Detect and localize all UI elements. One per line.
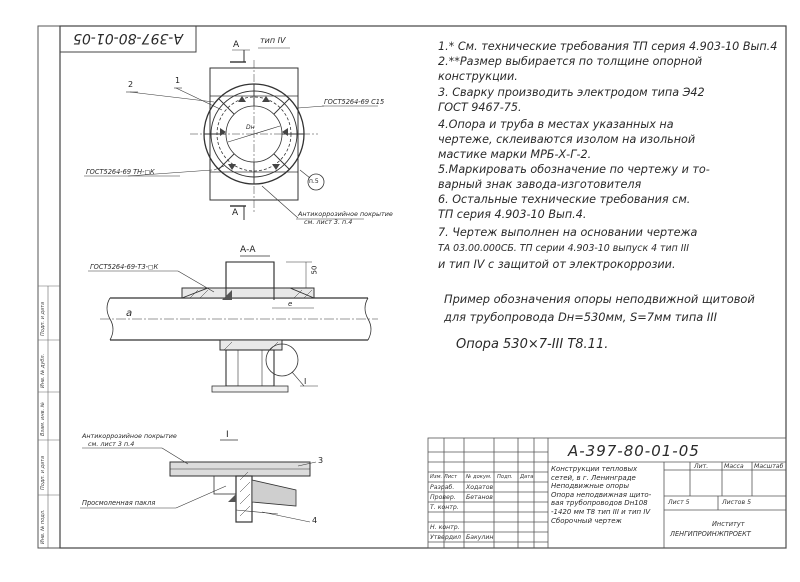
col-head-scale: Масштаб: [754, 463, 784, 470]
note-line: 6. Остальные технические требования см.: [438, 193, 691, 206]
note-line: 7. Чертеж выполнен на основании чертежа: [438, 226, 698, 239]
dimension-50: 50: [310, 265, 319, 275]
note-line: варный знак завода-изготовителя: [438, 178, 642, 191]
tb-row-name: Ходатов: [466, 484, 494, 491]
stamp-box: [59, 25, 197, 53]
note-line: ТП серия 4.903-10 Вып.4.: [438, 208, 587, 221]
note-line: 2.**Размер выбирается по толщине опорной: [438, 55, 703, 68]
anticorrosion-note-detail: Антикоррозийное покрытие см. лист 3 п.4: [82, 432, 177, 448]
view-type-label: тип IV: [260, 36, 286, 45]
callout-1: 1: [175, 76, 181, 85]
top-view: [84, 47, 378, 220]
callout-3: 3: [318, 456, 324, 465]
tb-row-role: Н. контр.: [430, 524, 460, 531]
section-mark-a-bottom: А: [232, 208, 239, 218]
side-strip-label: Взам. инв. №: [40, 402, 46, 436]
detail-i: [80, 439, 317, 523]
side-strip-label: Подп. и дата: [40, 455, 46, 490]
drawing-title: Конструкции тепловых сетей, в г. Ленингр…: [551, 465, 651, 525]
tb-row-name: Бетанов: [466, 494, 493, 501]
note-line: ГОСТ 9467-75.: [438, 101, 522, 114]
note-line: и тип IV с защитой от электрокоррозии.: [438, 258, 676, 271]
weld-note-tn: ГОСТ5264-69 ТН-◻К: [86, 168, 155, 176]
note-line: 3. Сварку производить электродом типа Э4…: [438, 86, 705, 99]
anticorrosion-note-top: Антикоррозийное покрытие см. лист 3. п.4: [298, 210, 393, 226]
section-aa-title: А-А: [240, 245, 256, 255]
note-line: конструкции.: [438, 70, 518, 83]
weld-note-c15: ГОСТ5264-69 С15: [324, 98, 385, 106]
side-strip-label: Подп. и дата: [40, 301, 46, 336]
side-strip-label: Инв. № дубл.: [40, 353, 46, 388]
example-line-1: Пример обозначения опоры неподвижной щит…: [444, 292, 755, 306]
sheet-count: Листов 5: [722, 499, 752, 506]
title-line: вая трубопроводов Dн108: [551, 499, 648, 508]
weld-note-t3: ГОСТ5264-69-Т3-◻К: [90, 263, 159, 271]
callout-2: 2: [128, 80, 134, 89]
section-mark-a-top: А: [233, 40, 240, 50]
diameter-mark: Dн: [246, 124, 255, 131]
title-line: Неподвижные опоры: [551, 482, 629, 491]
tb-row-role: Т. контр.: [430, 504, 459, 511]
col-head-lit: Лит.: [694, 463, 709, 470]
col-head-mass: Масса: [724, 463, 744, 470]
note-line: чертеже, склеиваются изолом на изольной: [438, 133, 696, 146]
tb-row-role: Изм. Лист: [430, 474, 457, 480]
sheet-number: Лист 5: [668, 499, 690, 506]
title-line: Опора неподвижная щито-: [551, 490, 652, 499]
org-name-line2: ЛЕНГИПРОИНЖПРОЕКТ: [670, 530, 751, 538]
title-line: Конструкции тепловых: [551, 465, 638, 473]
rotated-stamp: А-397-80-01-05: [73, 30, 183, 46]
side-strip-label: Инв. № подл.: [40, 509, 46, 545]
title-block: [427, 437, 787, 549]
pad-label: Просмоленная пакля: [82, 499, 156, 507]
section-aa: [88, 255, 378, 393]
title-line: -1420 мм Т8 тип III и тип IV: [551, 507, 651, 516]
anticorrosion-note-detail-line1: Антикоррозийное покрытие: [82, 432, 177, 440]
org-name-line1: Институт: [712, 520, 745, 528]
detail-ref-i: I: [304, 377, 307, 386]
note-line: 1.* См. технические требования ТП серия …: [438, 40, 778, 53]
callout-note-5: п.5: [309, 178, 319, 185]
example-line-2: для трубопровода Dн=530мм, S=7мм типа II…: [444, 310, 717, 324]
callout-4: 4: [312, 516, 318, 525]
anticorrosion-note-top-line1: Антикоррозийное покрытие: [298, 210, 393, 218]
example-designation: Опора 530×7-III Т8.11.: [456, 337, 609, 352]
title-line: сетей, в г. Ленинграде: [551, 473, 636, 482]
tb-row-name: Бакулин: [466, 534, 494, 541]
tb-row-sign: Подп.: [497, 474, 513, 480]
anticorrosion-note-top-line2: см. лист 3. п.4: [304, 218, 353, 226]
document-number: А-397-80-01-05: [568, 442, 700, 460]
note-line: 4.Опора и труба в местах указанных на: [438, 118, 674, 131]
pipe-label-a: а: [126, 308, 133, 319]
note-line: 5.Маркировать обозначение по чертежу и т…: [438, 163, 710, 176]
note-line: мастике марки МРБ-Х-Г-2.: [438, 148, 592, 161]
tb-row-date: Дата: [520, 474, 534, 480]
tb-row-role: Провер.: [430, 494, 456, 501]
tb-row-name: № докум.: [466, 474, 492, 480]
tb-row-role: Разраб.: [430, 484, 455, 491]
dimension-e: е: [288, 300, 293, 308]
anticorrosion-note-detail-line2: см. лист 3 п.4: [88, 440, 135, 448]
tb-row-role: Утвердил: [430, 534, 462, 541]
side-strip: [38, 285, 60, 548]
note-line: ТА 03.00.000СБ. ТП серии 4.903-10 выпуск…: [438, 243, 690, 254]
detail-i-title: I: [226, 430, 229, 440]
title-line: Сборочный чертеж: [551, 516, 622, 525]
drawing-frame: [59, 25, 787, 549]
